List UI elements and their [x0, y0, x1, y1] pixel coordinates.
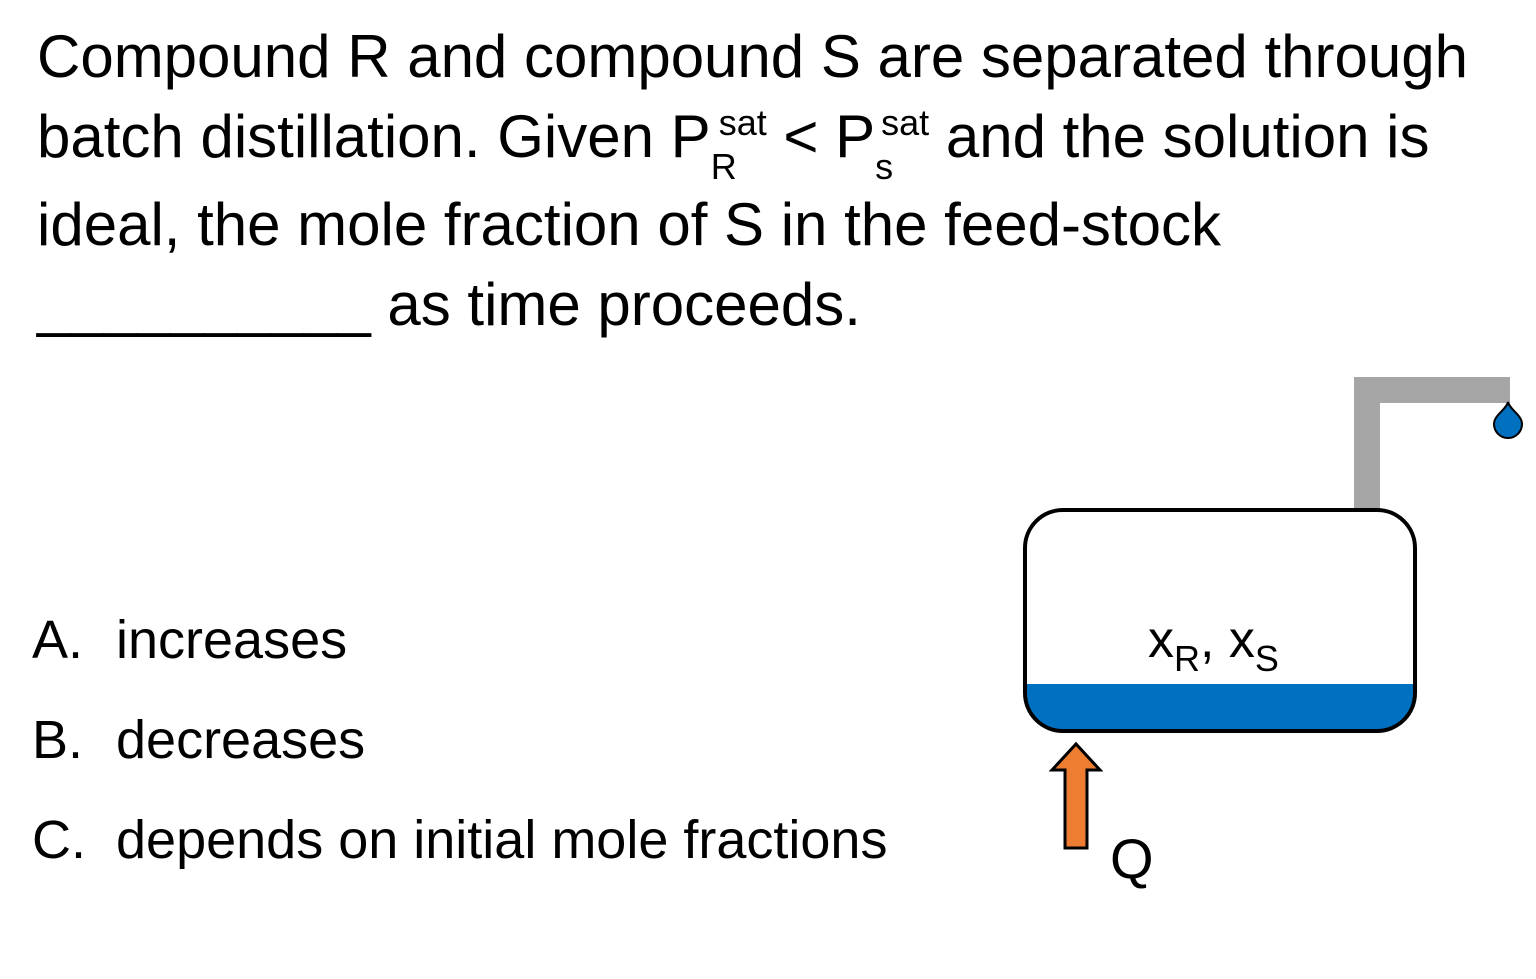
option-b-text: decreases	[116, 710, 366, 770]
pressure-r-subscript: R	[710, 146, 737, 187]
question-line-2-end: and the solution is	[929, 103, 1430, 170]
question-line-1-text: Compound R and compound S are separated …	[37, 23, 1468, 90]
option-c[interactable]: C. depends on initial mole fractions	[32, 807, 887, 907]
question-line-4-end: as time proceeds.	[370, 271, 861, 338]
heat-label: Q	[1110, 827, 1154, 890]
option-c-letter: C.	[32, 810, 86, 870]
pressure-s-superscript: sat	[881, 102, 930, 143]
question-line-2-start: batch distillation. Given P	[37, 103, 711, 170]
question-line-1: Compound R and compound S are separated …	[37, 17, 1517, 97]
option-a-letter: A.	[32, 610, 84, 670]
still-pot	[1025, 510, 1415, 731]
composition-label: xR, xS	[1148, 611, 1279, 679]
question-text: Compound R and compound S are separated …	[37, 17, 1517, 345]
feed-liquid	[1025, 684, 1415, 731]
x-s-subscript: S	[1255, 638, 1279, 679]
answer-blank: __________	[37, 271, 371, 338]
distillate-droplet	[1492, 401, 1524, 439]
option-c-text: depends on initial mole fractions	[116, 810, 888, 870]
pressure-s-subscript: s	[875, 146, 894, 187]
option-a[interactable]: A. increases	[32, 607, 887, 707]
question-line-3: ideal, the mole fraction of S in the fee…	[37, 185, 1517, 265]
question-line-3-text: ideal, the mole fraction of S in the fee…	[37, 191, 1221, 258]
vapor-pipe	[1354, 377, 1510, 510]
option-b-letter: B.	[32, 710, 84, 770]
question-line-4: __________ as time proceeds.	[37, 265, 1517, 345]
pressure-r-superscript: sat	[718, 102, 767, 143]
less-than-p: < P	[766, 103, 876, 170]
option-a-text: increases	[116, 610, 348, 670]
x-r-symbol: x	[1148, 611, 1174, 669]
heat-arrow-icon	[1048, 741, 1104, 850]
still-pot-outline	[1023, 508, 1417, 733]
label-separator: ,	[1200, 611, 1229, 669]
option-b[interactable]: B. decreases	[32, 707, 887, 807]
question-line-2: batch distillation. Given PRsat < Pssat …	[37, 97, 1517, 187]
x-r-subscript: R	[1174, 638, 1200, 679]
answer-options: A. increases B. decreases C. depends on ini…	[32, 607, 887, 907]
x-s-symbol: x	[1229, 611, 1255, 669]
